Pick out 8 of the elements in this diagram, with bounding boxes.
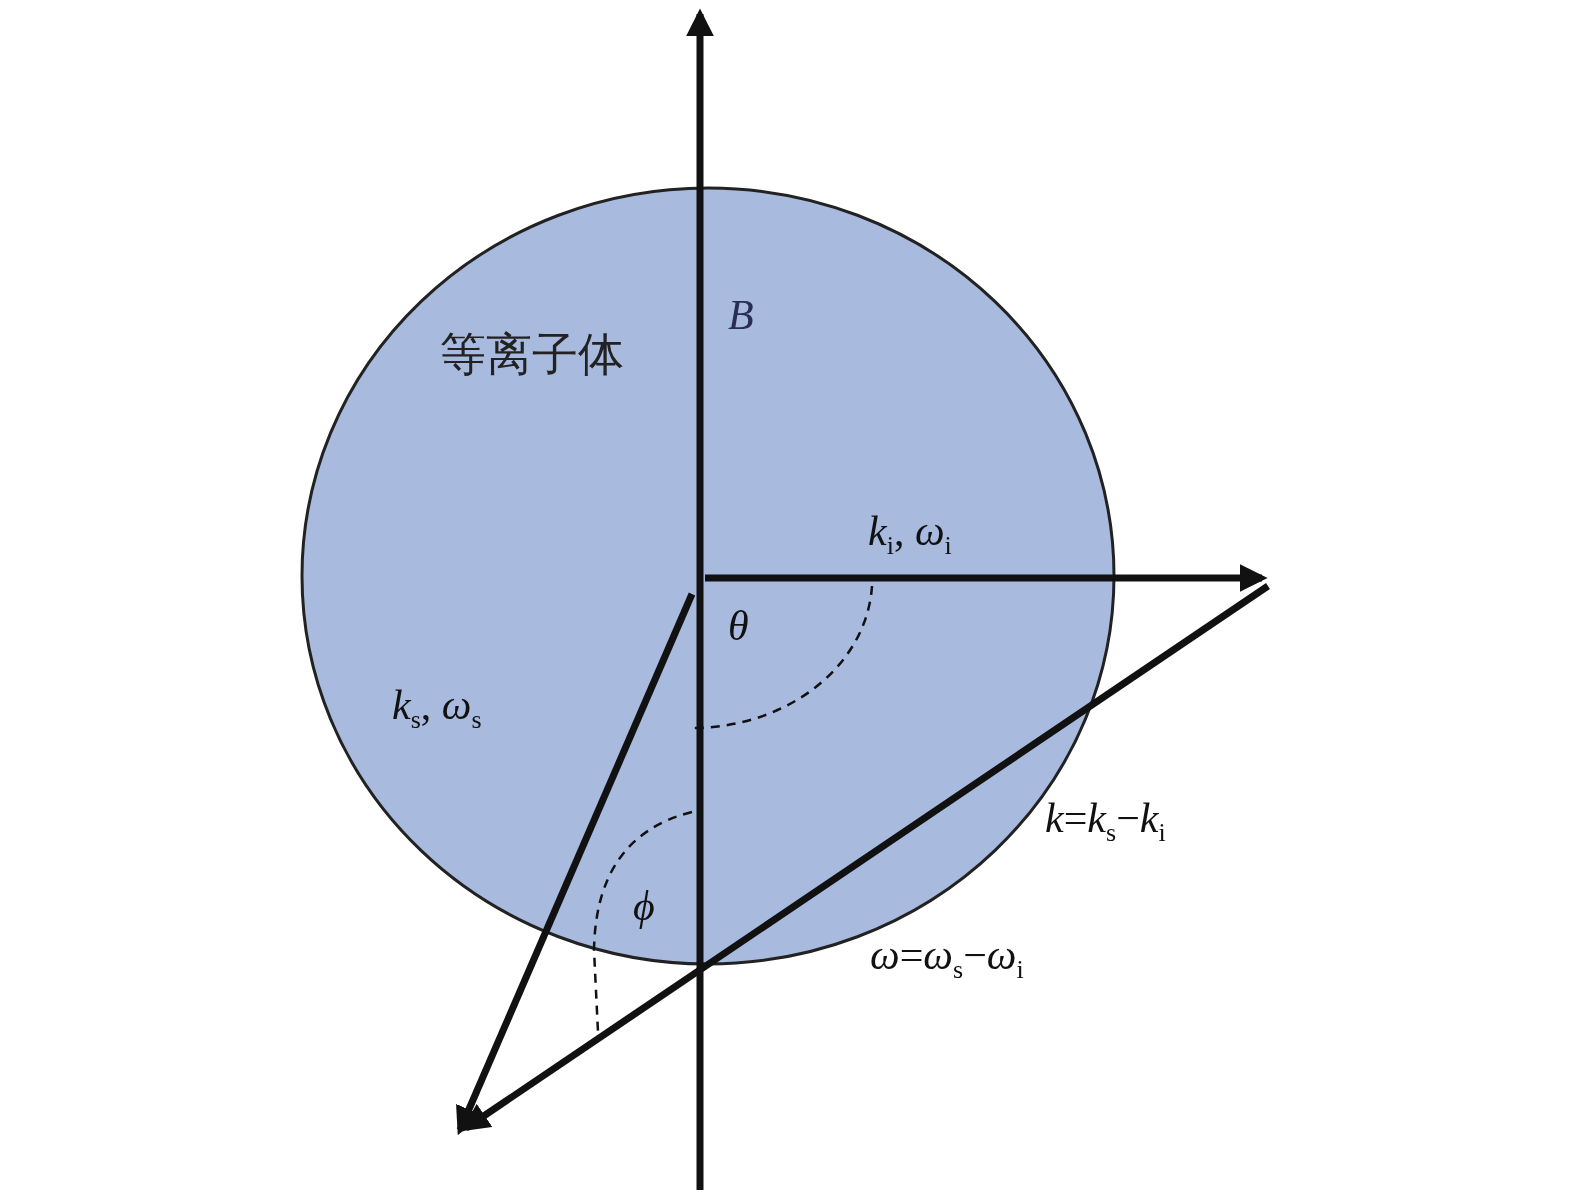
equation-label: ω=ω$_{s}$−ω$_{i}$ xyxy=(870,932,1024,985)
axis-label: B xyxy=(728,292,754,339)
angle-label: ϕ xyxy=(633,883,655,930)
angle-label: θ xyxy=(728,603,749,650)
region-label: 等离子体 xyxy=(440,328,624,382)
equation-label: k=k$_{s}$−k$_{i}$ xyxy=(1045,795,1166,848)
vector-label: k$_{s}$, ω$_{s}$ xyxy=(392,682,482,735)
vector-label: k$_{i}$, ω$_{i}$ xyxy=(868,508,952,561)
